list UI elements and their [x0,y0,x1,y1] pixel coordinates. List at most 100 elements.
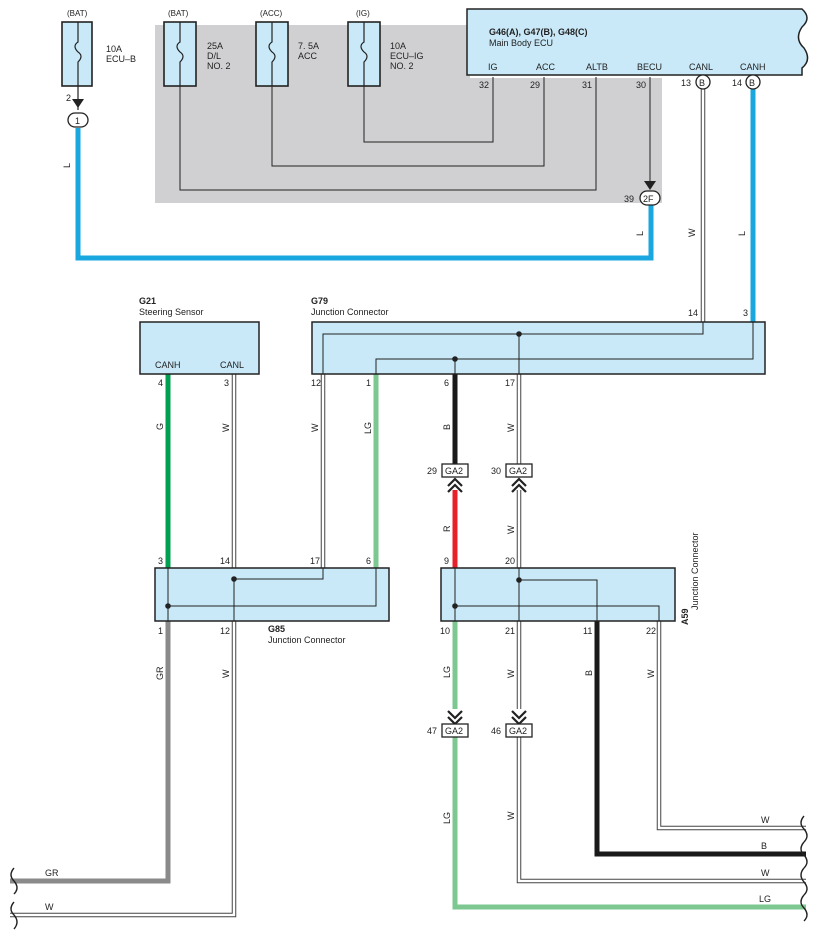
wire-break-left [10,867,18,930]
wire-color-label: LG [442,666,452,678]
wire-color-label: W [506,669,516,678]
pin-number: 10 [440,626,450,636]
pin-number: 11 [583,626,592,636]
wire-g85-12 [10,621,237,918]
pin-number: 47 [427,726,437,736]
ecu-pin-altb: ALTB [586,62,608,72]
fuse-rating: 25A [207,41,223,51]
component-code: G79 [311,296,328,306]
wire-color-label: LG [363,422,373,434]
wire-color-label: GR [155,666,165,680]
connector-b-canh [745,74,761,90]
wire-end-label: GR [45,868,59,878]
connector-1 [67,112,89,128]
wire-acc [271,64,545,167]
pin-number: 30 [491,466,501,476]
wire-color-label: L [737,231,747,236]
fuse-name: ECU–B [106,54,136,64]
svg-text:B: B [699,78,705,88]
connector-b-canl [695,74,711,90]
fuse-ecu-b: (BAT) 10A ECU–B [61,9,136,87]
component-name: Junction Connector [311,307,389,317]
pin-number: 46 [491,726,501,736]
wire-altb [179,64,597,191]
connector-2f-label: 2F [643,194,654,204]
pin-2-label: 2 [66,93,71,103]
connector-2f [639,190,661,206]
pin-label-canl: CANL [220,360,244,370]
wire-ig [363,64,494,143]
fuse-name: NO. 2 [390,61,414,71]
pin-number: 9 [444,556,449,566]
component-code: G21 [139,296,156,306]
ga2-connector-29: GA2 29 [427,463,469,493]
wire-a59-22 [656,621,806,831]
wire-end-label: W [761,868,770,878]
pin-number: 6 [444,378,449,388]
ecu-pin-number: 30 [636,80,646,90]
ecu-pin-number: 31 [582,80,592,90]
pin-number: 1 [366,378,371,388]
wire-g85-1 [10,621,171,884]
pin-number: 17 [310,556,320,566]
ecu-pin-acc: ACC [536,62,556,72]
wire-break-right [800,815,808,922]
ga2-connector-30: GA2 30 [491,463,533,493]
fuse-source: (BAT) [67,9,88,18]
fuse-source: (IG) [356,9,370,18]
connector-1-label: 1 [75,116,80,126]
g85-junction-connector: G85 Junction Connector [154,567,390,645]
pin-number: 12 [220,626,230,636]
terminal-arrow [644,181,656,190]
pin-number: 17 [505,378,515,388]
pin-number: 20 [505,556,515,566]
component-code: A59 [680,608,690,625]
wire-l-ecub [75,128,654,261]
wire-color-label: B [584,670,594,676]
wire-end-label: W [761,815,770,825]
ecu-pin-canh: CANH [740,62,766,72]
component-name: Junction Connector [690,532,700,610]
ga2-connector-47: GA2 47 [427,710,469,738]
fuse-dl-no2: (BAT) 25A D/L NO. 2 [163,9,231,87]
fuse-name: NO. 2 [207,61,231,71]
ga2-connector-46: GA2 46 [491,710,533,738]
pin-number: 29 [427,466,437,476]
ecu-code: G46(A), G47(B), G48(C) [489,27,588,37]
wire-color-label: W [506,525,516,534]
fuse-rating: 7. 5A [298,41,319,51]
svg-text:B: B [749,78,755,88]
wire-color-label: W [646,669,656,678]
pin-number: 3 [224,378,229,388]
wires [10,64,806,918]
ecu-pin-number: 13 [681,78,691,88]
ecu-pin-number: 32 [479,80,489,90]
fuse-source: (BAT) [168,9,189,18]
wire-lower-lg [452,737,806,910]
wire-end-label: B [761,841,767,851]
pin-number: 22 [646,626,656,636]
pin-number: 3 [158,556,163,566]
ecu-pin-ig: IG [488,62,498,72]
fuse-rating: 10A [390,41,406,51]
wire-color-label: R [442,525,452,532]
g79-junction-connector: G79 Junction Connector [311,296,766,375]
svg-text:GA2: GA2 [509,726,527,736]
wire-color-label: W [221,669,231,678]
ecu-pin-number: 29 [530,80,540,90]
wire-a59-11 [594,621,806,857]
wire-color-label: G [155,423,165,430]
fuse-acc: (ACC) 7. 5A ACC [255,9,319,87]
wire-end-label: LG [759,894,771,904]
wire-color-label: B [442,424,452,430]
wire-color-label: W [221,423,231,432]
ecu-name: Main Body ECU [489,38,553,48]
fuse-name: ECU–IG [390,51,424,61]
svg-text:GA2: GA2 [445,726,463,736]
wire-end-label: W [45,902,54,912]
fuse-name: ACC [298,51,318,61]
wire-lower-w [516,737,806,884]
svg-text:GA2: GA2 [445,466,463,476]
wire-color-label: W [506,423,516,432]
